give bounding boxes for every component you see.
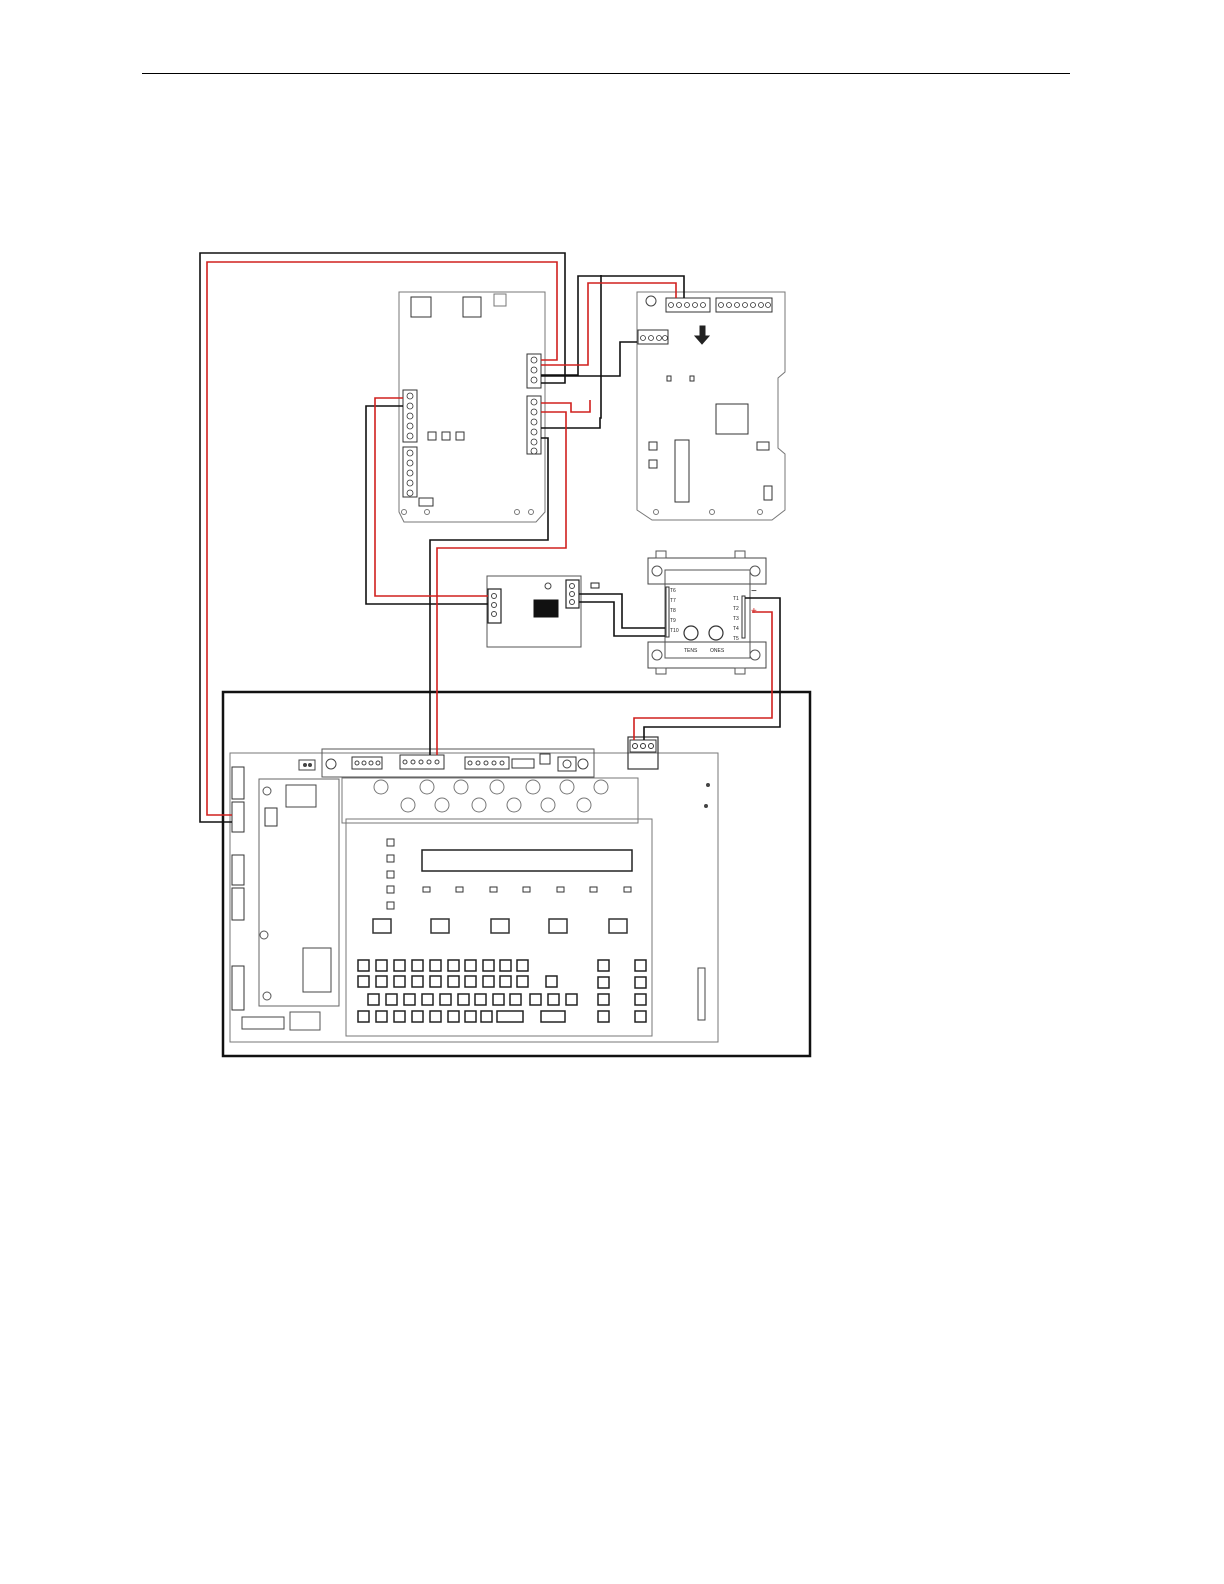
module-t-label: T5: [733, 636, 739, 642]
keypad-key: [404, 994, 415, 1005]
panel-right-details: [299, 760, 710, 1020]
keypad-key: [541, 1011, 565, 1022]
network-card: [399, 292, 545, 522]
keypad-key: [635, 960, 646, 971]
keypad-key: [465, 1011, 476, 1022]
panel-top-terminal-blocks: [352, 754, 576, 771]
keypad-key: [598, 1011, 609, 1022]
keypad-key: [458, 994, 469, 1005]
keypad-key: [510, 994, 521, 1005]
keypad-key: [497, 1011, 523, 1022]
keypad-key: [430, 960, 441, 971]
polarity-minus-label: −: [751, 586, 757, 597]
keypad-key: [548, 994, 559, 1005]
module-left-label: T8: [670, 608, 676, 614]
keypad-key: [483, 976, 494, 987]
keypad-key: [475, 994, 486, 1005]
keypad-key: [530, 994, 541, 1005]
keypad-key: [448, 1011, 459, 1022]
communicator-board: [637, 292, 785, 520]
keypad-key: [635, 994, 646, 1005]
keypad-key: [448, 960, 459, 971]
keypad-key: [546, 976, 557, 987]
black-wires: [200, 253, 780, 822]
keypad-key: [368, 994, 379, 1005]
module-t-label: T3: [733, 616, 739, 622]
module-t-label: T2: [733, 606, 739, 612]
keypad-key: [412, 976, 423, 987]
keypad-key: [517, 960, 528, 971]
keypad-key: [440, 994, 451, 1005]
keypad-key: [500, 960, 511, 971]
rotary-switch-tens-label: TENS: [684, 648, 698, 654]
module-left-label: T9: [670, 618, 676, 624]
module-left-label: T6: [670, 588, 676, 594]
keypad-key: [358, 1011, 369, 1022]
keypad-key: [386, 994, 397, 1005]
keypad-key: [358, 960, 369, 971]
keypad-keys: [358, 960, 646, 1022]
keypad-key: [598, 960, 609, 971]
keypad-key: [517, 976, 528, 987]
keypad-key: [394, 960, 405, 971]
module-left-label: T10: [670, 628, 679, 634]
fire-panel-enclosure: [223, 692, 810, 1056]
keypad-key: [394, 1011, 405, 1022]
network-card-terminal-screws: [407, 357, 537, 496]
module-t-label: T1: [733, 596, 739, 602]
addressable-control-module: [648, 551, 766, 674]
panel-left-terminals: [232, 767, 277, 1010]
module-t-label: T4: [733, 626, 739, 632]
keypad-key: [635, 977, 646, 988]
keypad-key: [448, 976, 459, 987]
keypad-key: [598, 994, 609, 1005]
keypad-key: [430, 1011, 441, 1022]
keypad-key: [412, 960, 423, 971]
keypad-key: [481, 1011, 492, 1022]
annunciator-keypad: [346, 819, 652, 1036]
keypad-key: [465, 976, 476, 987]
keypad-key: [566, 994, 577, 1005]
keypad-key: [493, 994, 504, 1005]
keypad-key: [376, 1011, 387, 1022]
rotary-switch-ones-label: ONES: [710, 648, 725, 654]
panel-led-dome: [342, 778, 638, 823]
keypad-key: [465, 960, 476, 971]
keypad-key: [483, 960, 494, 971]
keypad-key: [358, 976, 369, 987]
keypad-key: [635, 1011, 646, 1022]
keypad-key: [412, 1011, 423, 1022]
red-wires: [207, 262, 772, 815]
keypad-key: [500, 976, 511, 987]
module-left-label: T7: [670, 598, 676, 604]
keypad-key: [430, 976, 441, 987]
keypad-key: [422, 994, 433, 1005]
keypad-key: [394, 976, 405, 987]
keypad-key: [598, 977, 609, 988]
interface-module: [487, 576, 599, 647]
keypad-key: [376, 976, 387, 987]
keypad-key: [376, 960, 387, 971]
